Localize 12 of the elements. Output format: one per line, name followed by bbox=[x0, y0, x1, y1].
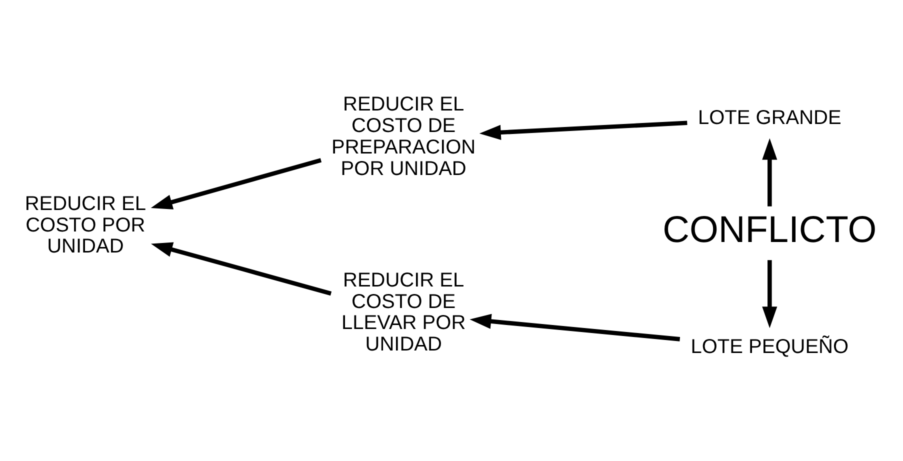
arrow bbox=[762, 138, 778, 206]
node-text: REDUCIR EL COSTO POR UNIDAD bbox=[24, 192, 146, 258]
arrow bbox=[762, 260, 778, 328]
node-text: CONFLICTO bbox=[662, 208, 877, 250]
arrow bbox=[150, 242, 332, 296]
arrow bbox=[470, 313, 680, 341]
node-text: LOTE PEQUEÑO bbox=[690, 335, 849, 358]
node-text: REDUCIR EL COSTO DE PREPARACION POR UNIDAD bbox=[332, 92, 476, 180]
arrow bbox=[479, 120, 688, 140]
arrow bbox=[150, 158, 322, 209]
node-text: REDUCIR EL COSTO DE LLEVAR POR UNIDAD bbox=[342, 268, 466, 356]
node-text: LOTE GRANDE bbox=[698, 106, 842, 129]
